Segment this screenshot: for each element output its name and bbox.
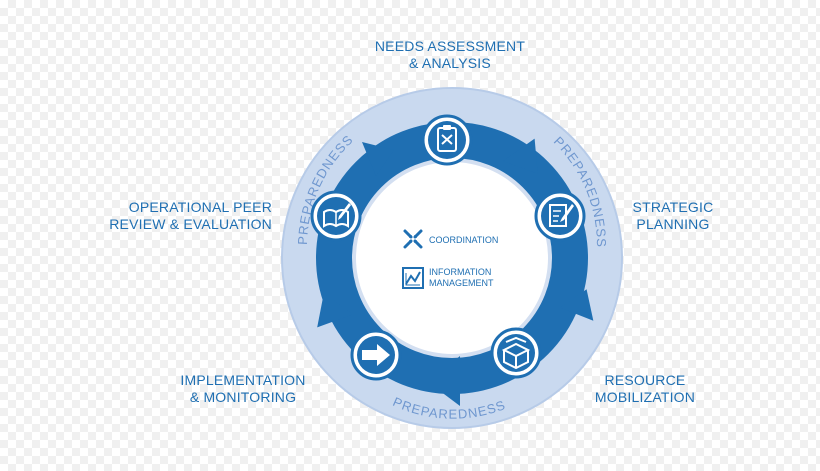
stage-label-line: IMPLEMENTATION <box>180 372 306 388</box>
cycle-arrowhead <box>502 138 538 174</box>
cycle-arrowhead <box>560 289 594 321</box>
node-implementation[interactable] <box>350 329 402 381</box>
stage-label-resource-mobilization: RESOURCE MOBILIZATION <box>580 372 710 406</box>
node-needs-assessment[interactable] <box>421 114 473 166</box>
cycle-arrowhead <box>428 356 460 406</box>
stage-label-peer-review: OPERATIONAL PEER REVIEW & EVALUATION <box>96 199 272 233</box>
stage-label-line: MOBILIZATION <box>594 389 696 405</box>
stage-label-line: & MONITORING <box>189 389 297 405</box>
center-information-management: INFORMATION MANAGEMENT <box>402 267 494 289</box>
chart-icon <box>402 267 424 289</box>
information-label-line2: MANAGEMENT <box>429 278 494 288</box>
stage-label-strategic-planning: STRATEGIC PLANNING <box>618 199 728 233</box>
node-peer-review[interactable] <box>310 190 362 242</box>
document-pen-icon <box>549 204 574 227</box>
stage-label-needs-assessment: NEEDS ASSESSMENT & ANALYSIS <box>340 38 560 72</box>
node-strategic-planning[interactable] <box>534 190 586 242</box>
coordination-label: COORDINATION <box>429 234 499 245</box>
converging-arrows-icon <box>403 229 423 249</box>
stage-label-line: REVIEW & EVALUATION <box>109 216 272 232</box>
cycle-arrowhead <box>317 293 353 328</box>
stage-label-line: NEEDS ASSESSMENT <box>374 38 526 54</box>
stage-label-line: & ANALYSIS <box>409 55 491 71</box>
clipboard-check-icon <box>437 125 457 152</box>
stage-label-line: STRATEGIC <box>632 199 714 215</box>
stage-label-line: OPERATIONAL PEER <box>128 199 272 215</box>
cycle-arrowhead <box>362 142 394 176</box>
center-coordination: COORDINATION <box>402 230 498 250</box>
open-book-pen-icon <box>323 203 351 228</box>
stage-label-line: PLANNING <box>636 216 710 232</box>
information-label-line1: INFORMATION <box>429 267 492 277</box>
open-box-icon <box>501 336 531 370</box>
stage-label-line: RESOURCE <box>604 372 686 388</box>
stage-label-implementation: IMPLEMENTATION & MONITORING <box>158 372 328 406</box>
arrow-right-icon <box>362 344 390 366</box>
center-circle <box>356 162 548 354</box>
node-resource-mobilization[interactable] <box>490 327 542 379</box>
